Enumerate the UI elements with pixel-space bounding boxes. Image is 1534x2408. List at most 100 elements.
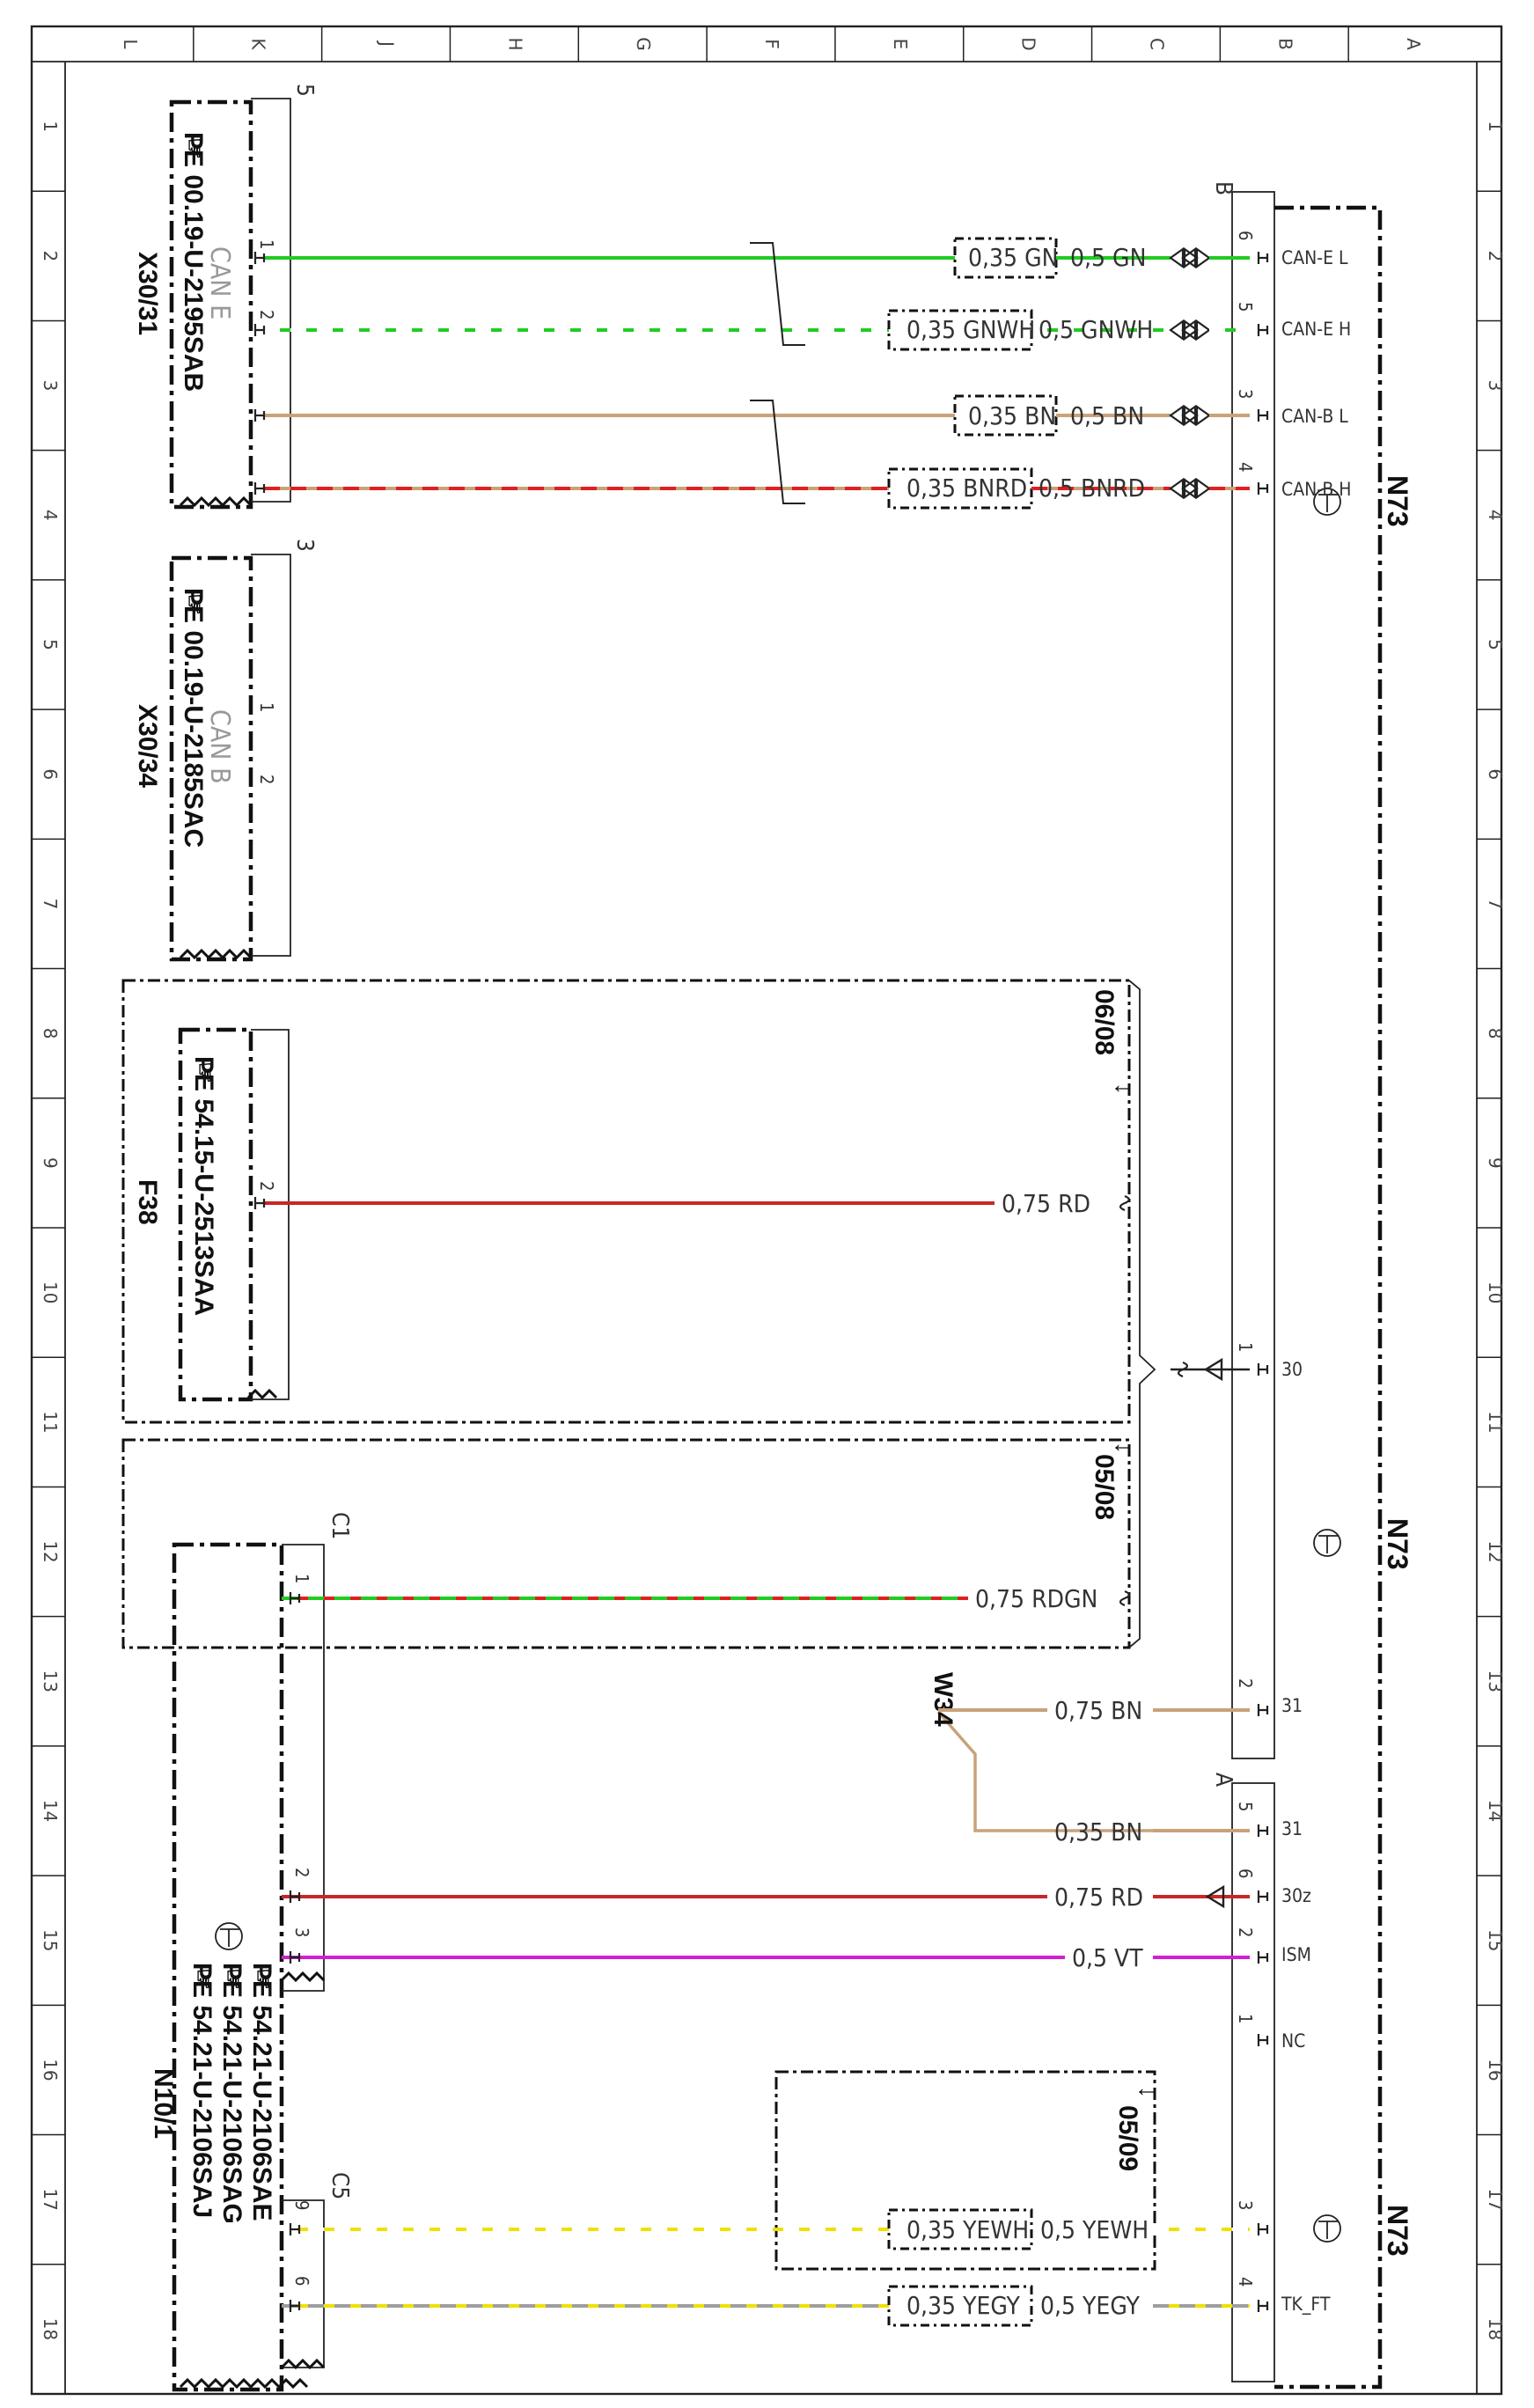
n73-outline [1274, 205, 1383, 2390]
x3031-pin: 1 [256, 239, 277, 249]
pin-mark [289, 1592, 301, 1604]
n73-pin-name: NC [1281, 2030, 1305, 2052]
f38-page-ref: 06/08 [1090, 989, 1119, 1055]
grid-row-label: 8 [1485, 1028, 1506, 1039]
control-unit-icon [215, 1922, 243, 1950]
pointing-hand-icon: ☞ [181, 137, 209, 159]
break-icon [280, 2358, 326, 2370]
grid-column-label: G [633, 37, 654, 51]
x3034-pin: 2 [256, 775, 277, 784]
page-ref-arrow-icon: ↓ [1134, 2086, 1162, 2098]
wire-label-box [887, 2208, 1033, 2250]
n73-pin-number: 3 [1235, 2200, 1256, 2210]
pointing-hand-icon: ☞ [181, 593, 209, 615]
grid-column-label: F [761, 39, 782, 49]
n73-pin-number: 3 [1235, 389, 1256, 399]
wire-label: 0,5 YEWH [1040, 2215, 1149, 2244]
n73-label-mid: N73 [1382, 1518, 1413, 1570]
break-icon [179, 948, 253, 960]
grid-row-label: 15 [1485, 1929, 1506, 1951]
grid-column-label: H [504, 37, 525, 50]
grid-row-label: 6 [40, 768, 61, 780]
pin-mark [1257, 1951, 1269, 1964]
connector-arrow-icon [1169, 246, 1211, 269]
n73-pin-name: ISM [1281, 1944, 1311, 1965]
connector-arrow-icon [1169, 477, 1211, 500]
grid-row-label: 5 [1485, 639, 1506, 650]
wire-label-box [953, 394, 1058, 437]
x3034-pin: 1 [256, 702, 277, 712]
grid-row-label: 5 [40, 639, 61, 650]
wire-label-box [887, 2285, 1033, 2327]
wire-label: 0,5 BN [1070, 401, 1144, 430]
wire-label: 0,35 YEWH [906, 2215, 1029, 2244]
wire-label: 0,5 BNRD [1039, 474, 1145, 503]
pointing-hand-icon: ☞ [192, 1061, 219, 1083]
grid-row-label: 13 [1485, 1670, 1506, 1692]
control-unit-icon [1313, 2214, 1341, 2243]
grid-row-label: 4 [1485, 510, 1506, 521]
wire-label: 0,35 BN [1054, 1817, 1142, 1846]
grid-column-label: E [890, 39, 911, 50]
n73-pin-number: 2 [1235, 1927, 1256, 1937]
x3031-connector [251, 98, 291, 503]
n73-pin-name: 31 [1281, 1695, 1303, 1716]
f38-page-ref-2: 05/08 [1090, 1454, 1119, 1520]
n73-pin-name: CAN-E L [1281, 247, 1348, 268]
control-unit-icon [1313, 1529, 1341, 1557]
pin-mark [253, 409, 266, 422]
n101-ref: PE 54.21-U-2106SAE [247, 1963, 276, 2221]
n101-pin: 6 [291, 2276, 312, 2286]
junction-brace [1128, 980, 1156, 1648]
n73-pin-name: CAN-E H [1281, 319, 1351, 340]
twist-mark [750, 400, 805, 504]
break-icon [1177, 1361, 1189, 1378]
grid-row-label: 3 [1485, 380, 1506, 392]
page-ref-arrow-icon: ↓ [1111, 1442, 1138, 1454]
pin-mark [253, 482, 266, 495]
grid-row-label: 17 [40, 2188, 61, 2210]
grid-row-label: 9 [40, 1157, 61, 1169]
n101-connector-c5 [282, 2199, 325, 2368]
wire-label: 0,5 VT [1072, 1943, 1143, 1972]
f38-outline [178, 1027, 253, 1402]
f38-group-outline [121, 979, 1131, 1424]
pointing-hand-icon: ☞ [220, 1968, 247, 1990]
pointing-hand-icon: ☞ [190, 1968, 217, 1990]
n101-outline [172, 1542, 284, 2392]
grid-row-label: 14 [40, 1800, 61, 1822]
page-ref-arrow-icon: ↓ [1111, 1083, 1138, 1095]
n73-pin-number: 5 [1235, 302, 1256, 312]
ground-splice [936, 1710, 1232, 1832]
x3034-connector-label: 3 [291, 539, 318, 552]
n73-pin-number: 6 [1235, 231, 1256, 240]
pin-mark [289, 2300, 301, 2312]
n101-ref: PE 54.21-U-2106SAG [217, 1963, 246, 2224]
grid-row-label: 11 [40, 1411, 61, 1433]
n73-connector-a-label: A [1210, 1773, 1237, 1787]
n73-pin-name: 30z [1281, 1885, 1311, 1906]
pin-mark [1257, 409, 1269, 422]
n73-pin-number: 1 [1235, 1342, 1256, 1352]
wire-label: 0,75 RD [1054, 1883, 1143, 1912]
connector-arrow-icon [1169, 404, 1211, 427]
break-icon [1119, 1194, 1131, 1212]
pin-mark [1257, 2300, 1269, 2312]
grid-row-label: 17 [1485, 2188, 1506, 2210]
n101-pin: 2 [291, 1868, 312, 1877]
n73-pin-number: 6 [1235, 1868, 1256, 1878]
grid-column-label: D [1018, 37, 1039, 50]
n73-connector-b-label: B [1210, 181, 1237, 195]
grid-row-label: 11 [1485, 1411, 1506, 1433]
grid-row-label: 10 [40, 1281, 61, 1303]
grid-row-label: 16 [1485, 2059, 1506, 2081]
pin-mark [289, 2223, 301, 2235]
x3034-ref: PE 00.19-U-2185SAC [179, 588, 208, 848]
grid-row-label: 8 [40, 1028, 61, 1039]
x3034-name: X30/34 [133, 704, 162, 788]
x3031-name: X30/31 [133, 252, 162, 335]
f38-connector [251, 1029, 290, 1400]
pin-mark [253, 252, 266, 264]
n73-pin-name: TK_FT [1281, 2294, 1331, 2316]
